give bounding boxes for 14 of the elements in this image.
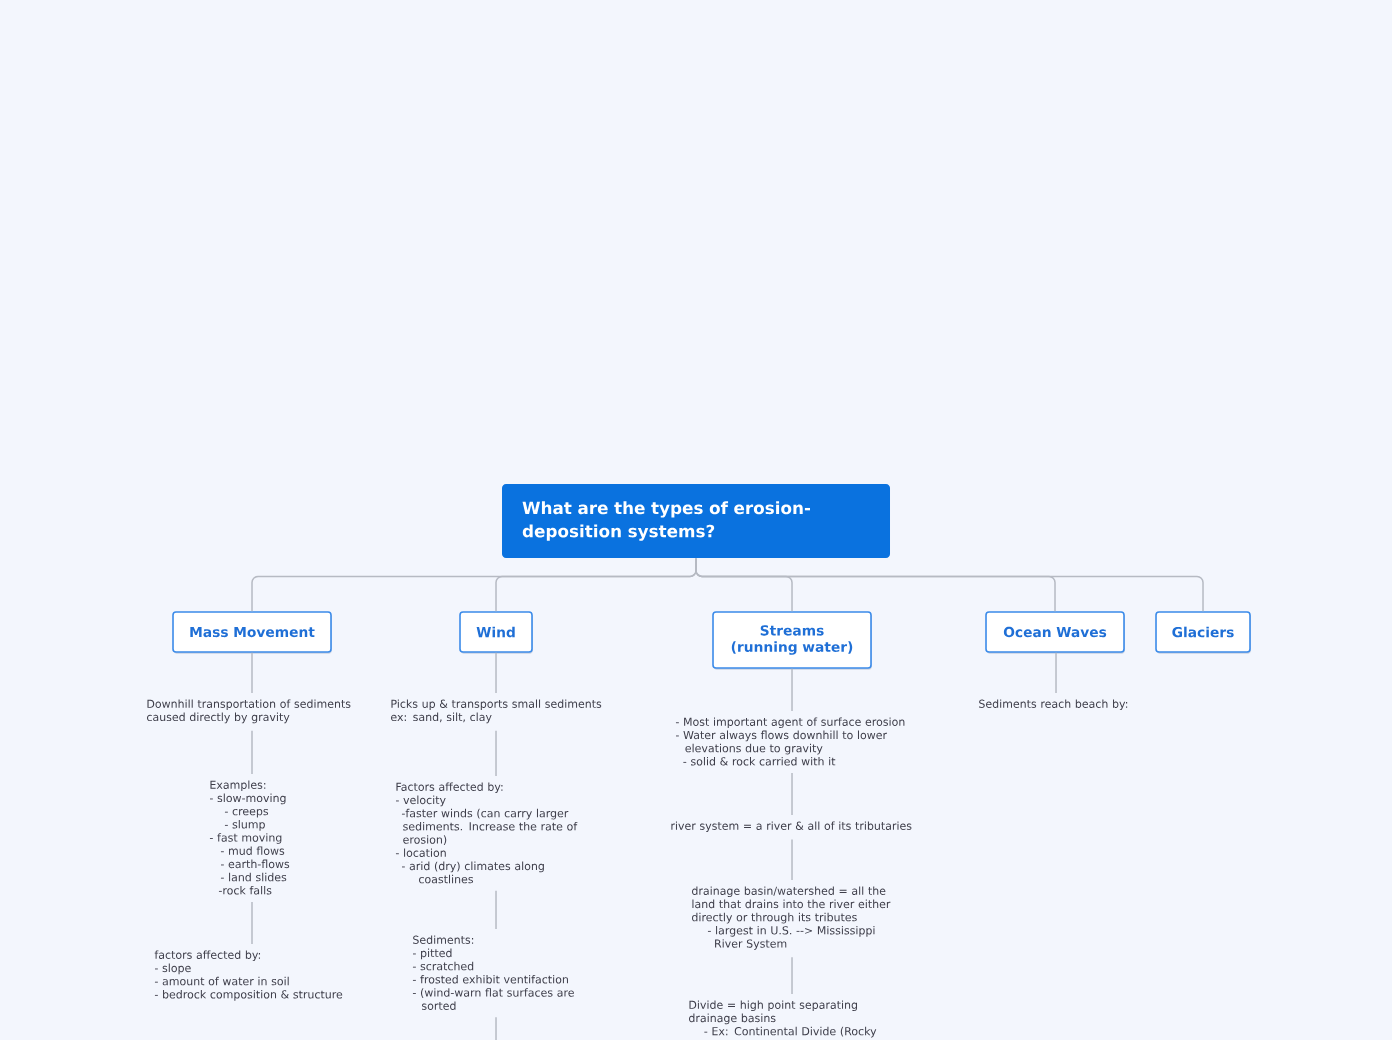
connector-line [251,729,253,775]
connector-line [495,1016,497,1040]
connector-line [495,729,497,777]
connector-line [695,557,1204,612]
connector-line [791,668,793,712]
connector-line [791,838,793,881]
connector-line [251,901,253,945]
central-topic-box: What are the types of erosion-deposition systems? [502,484,890,558]
connector-line [495,890,497,930]
connector-line [791,956,793,995]
connector-line [1055,652,1057,694]
connector-line [495,652,497,694]
connector-line [251,652,253,694]
connector-line [791,772,793,816]
